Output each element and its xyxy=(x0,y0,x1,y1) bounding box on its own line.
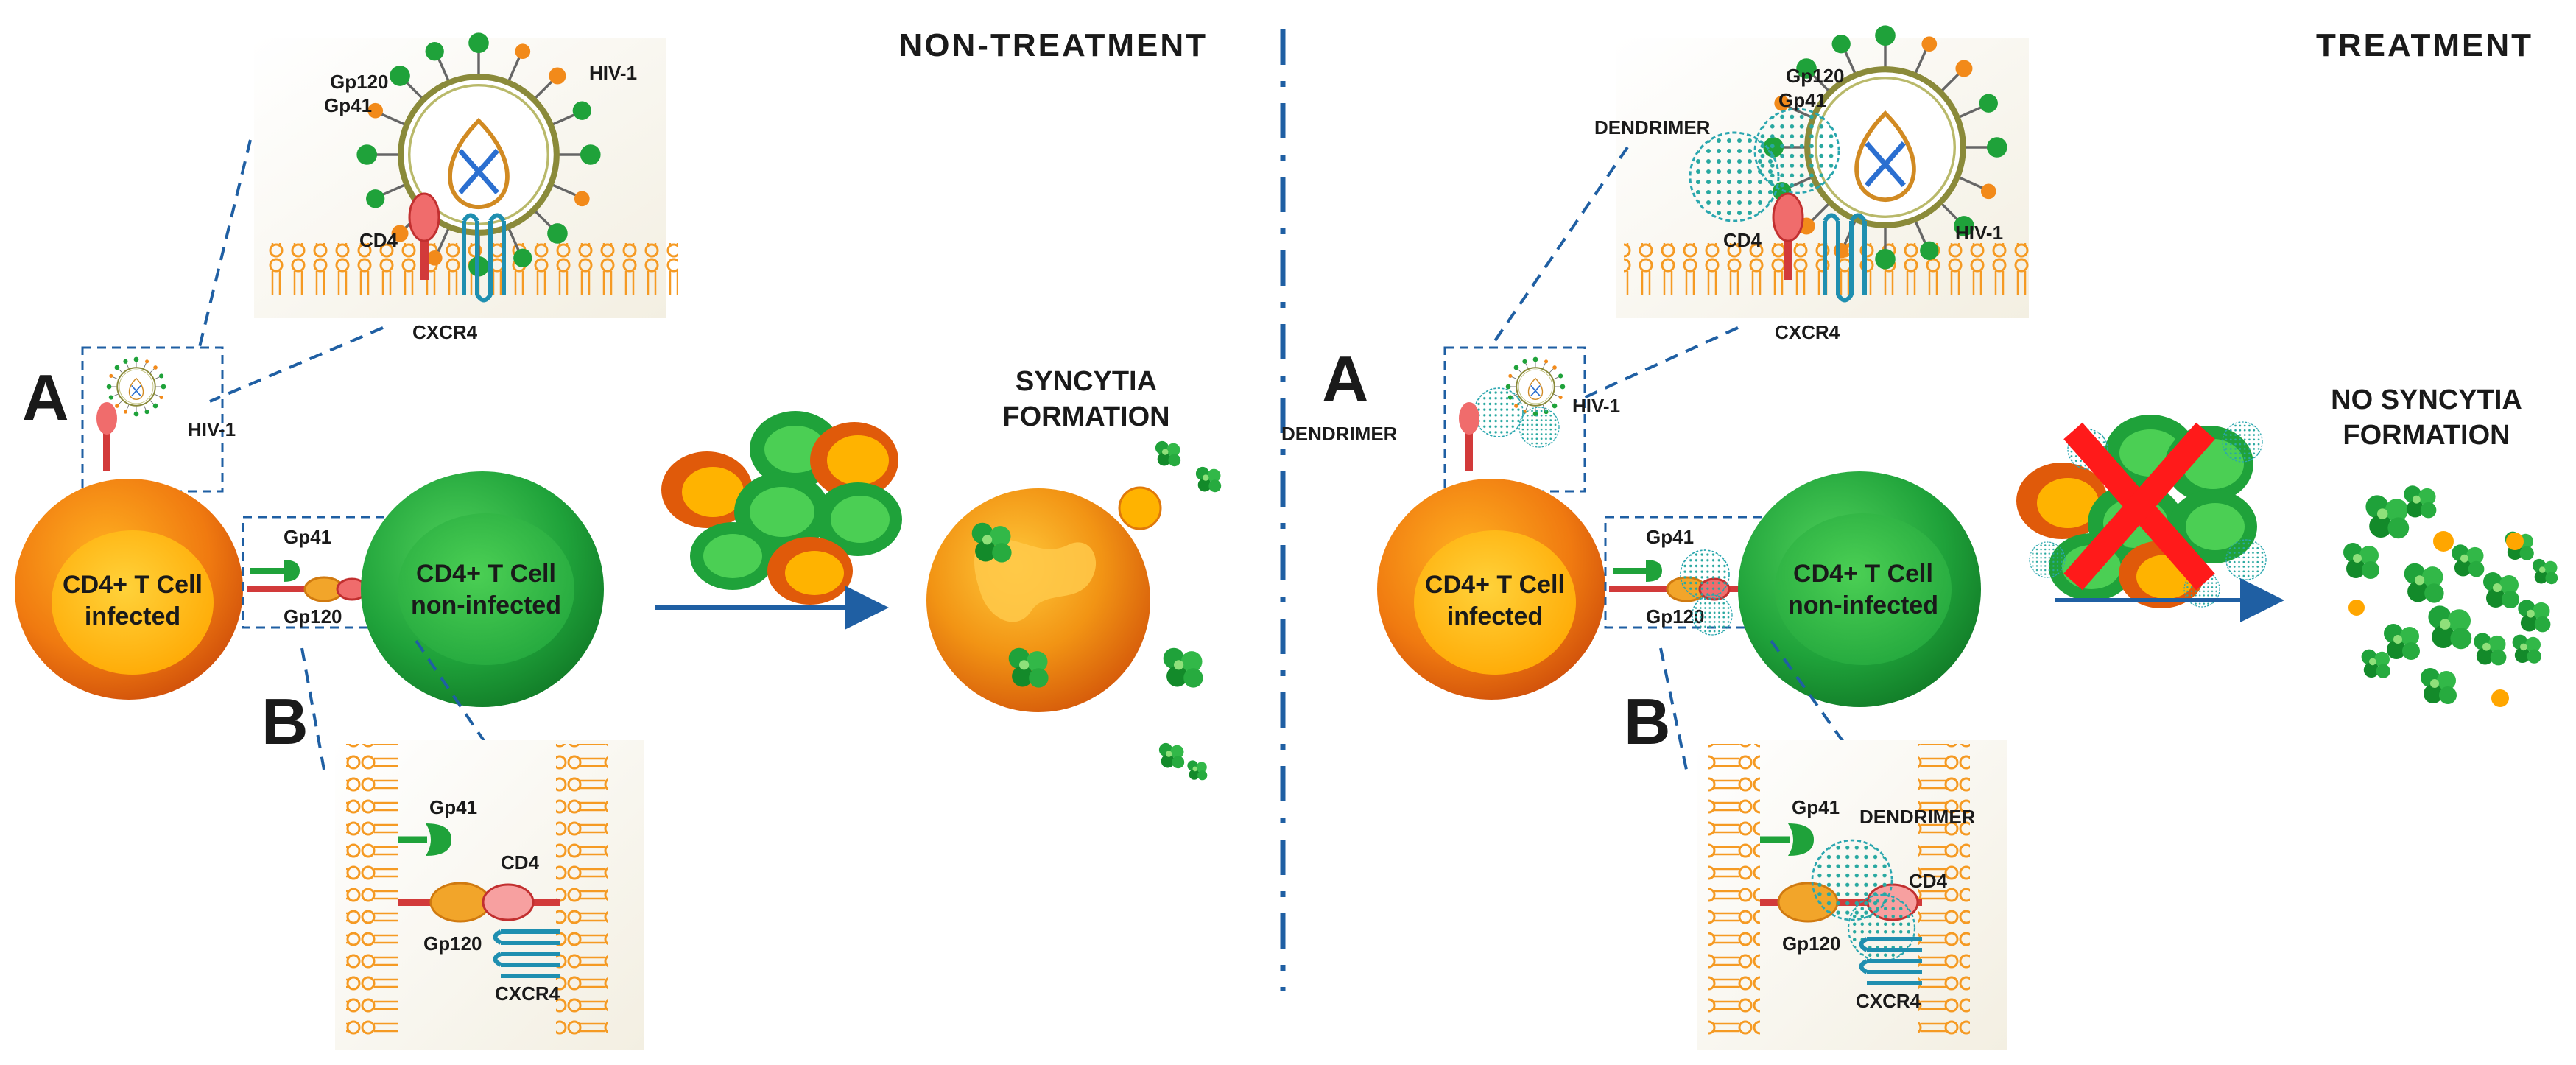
right-hiv-small-label: HIV-1 xyxy=(1572,395,1620,417)
cxcr4-receptor-icon xyxy=(462,213,506,303)
left-infected-line2: infected xyxy=(85,602,180,630)
right-top-membrane xyxy=(1624,243,2036,295)
left-inset-top: Gp120 Gp41 HIV-1 CD4 CXCR4 xyxy=(254,32,678,343)
right-bottom-cxcr4-label: CXCR4 xyxy=(1856,990,1921,1012)
right-bottom-gp120-label: Gp120 xyxy=(1782,932,1841,955)
cxcr4-receptor-icon xyxy=(1823,213,1867,303)
right-outcome-line2: FORMATION xyxy=(2343,420,2510,451)
left-noninfected-cell: CD4+ T Cell non-infected xyxy=(361,471,604,707)
dendrimer-blocking-icon xyxy=(1692,594,1733,636)
left-gp41-label: Gp41 xyxy=(284,526,331,548)
left-merging-cells xyxy=(661,411,902,605)
right-inset-top: Gp120 Gp41 DENDRIMER HIV-1 CD4 CXCR4 xyxy=(1594,25,2036,343)
left-panel: NON-TREATMENT Gp120 Gp41 HIV-1 CD4 CXCR4… xyxy=(15,27,1222,1050)
left-letter-a: A xyxy=(22,361,69,434)
left-bottom-gp120-label: Gp120 xyxy=(423,932,482,955)
right-dendrimer-small-label: DENDRIMER xyxy=(1281,423,1398,445)
left-top-cxcr4-label: CXCR4 xyxy=(412,321,478,343)
right-infected-cell: CD4+ T Cell infected xyxy=(1377,402,1605,700)
right-zoom-line-a1 xyxy=(1490,146,1629,348)
left-zoom-line-a1 xyxy=(197,139,252,351)
left-bottom-gp41-label: Gp41 xyxy=(429,796,477,818)
left-top-hiv-label: HIV-1 xyxy=(589,62,637,84)
left-noninfected-line2: non-infected xyxy=(411,591,561,619)
free-cell-clusters xyxy=(2343,485,2558,707)
left-bottom-cd4-label: CD4 xyxy=(501,851,540,874)
left-zoom-line-a2 xyxy=(209,326,384,403)
left-bottom-cxcr4-label: CXCR4 xyxy=(495,983,560,1005)
left-bottom-membrane-1 xyxy=(346,744,398,1038)
left-gp120-label: Gp120 xyxy=(284,605,342,628)
syncytium-cell xyxy=(926,440,1222,781)
gp41-protein-icon xyxy=(250,560,300,582)
right-gp41-label: Gp41 xyxy=(1646,526,1694,548)
left-box-b xyxy=(242,516,407,629)
cxcr4-zoom-icon xyxy=(1859,937,1922,985)
right-box-b xyxy=(1604,516,1769,629)
right-infected-line2: infected xyxy=(1447,602,1543,630)
gp41-zoom-icon xyxy=(1760,823,1814,856)
left-inset-bottom: Gp41 CD4 Gp120 CXCR4 xyxy=(335,740,644,1050)
right-top-gp41-label: Gp41 xyxy=(1778,89,1826,111)
right-top-cxcr4-label: CXCR4 xyxy=(1775,321,1840,343)
right-top-hiv-label: HIV-1 xyxy=(1955,222,2003,244)
gp120-cd4-complex-icon xyxy=(247,576,383,602)
left-outcome-line1: SYNCYTIA xyxy=(1016,366,1157,397)
dendrimer-icon xyxy=(1753,108,1840,194)
right-noninfected-line1: CD4+ T Cell xyxy=(1793,560,1933,588)
left-infected-cell: CD4+ T Cell infected xyxy=(15,402,243,700)
dendrimer-blocking-icon xyxy=(1680,549,1730,600)
right-infected-line1: CD4+ T Cell xyxy=(1425,571,1565,599)
right-noninfected-cell: CD4+ T Cell non-infected xyxy=(1738,471,1981,707)
right-outcome-line1: NO SYNCYTIA xyxy=(2331,384,2522,415)
right-header: TREATMENT xyxy=(2316,27,2533,63)
right-bottom-membrane-1 xyxy=(1708,744,1760,1038)
dendrimer-small-icon xyxy=(1474,387,1524,437)
left-bottom-membrane-2 xyxy=(556,744,608,1038)
left-infected-line1: CD4+ T Cell xyxy=(63,571,203,599)
cd4-receptor-icon xyxy=(1772,192,1804,280)
left-top-gp120-label: Gp120 xyxy=(330,71,389,93)
gp41-zoom-icon xyxy=(398,823,451,856)
right-letter-b: B xyxy=(1624,685,1671,758)
right-bottom-cd4-label: CD4 xyxy=(1909,870,1948,892)
right-top-dendrimer-label: DENDRIMER xyxy=(1594,116,1711,138)
right-top-cd4-label: CD4 xyxy=(1723,229,1762,251)
hiv-small-icon xyxy=(105,356,167,418)
gp41-protein-icon xyxy=(1613,560,1662,582)
red-cross-icon xyxy=(2063,422,2215,591)
left-header: NON-TREATMENT xyxy=(899,27,1208,63)
right-zoom-line-a2 xyxy=(1575,326,1739,403)
right-bottom-gp41-label: Gp41 xyxy=(1792,796,1840,818)
left-top-gp41-label: Gp41 xyxy=(324,94,372,116)
cd4-receptor-icon xyxy=(408,192,440,280)
dendrimer-small-icon xyxy=(1518,407,1560,448)
right-letter-a: A xyxy=(1322,342,1369,415)
right-bottom-dendrimer-label: DENDRIMER xyxy=(1859,806,1976,828)
right-top-gp120-label: Gp120 xyxy=(1786,65,1845,87)
right-inset-bottom: Gp41 DENDRIMER CD4 Gp120 CXCR4 xyxy=(1697,740,2007,1050)
left-outcome-line2: FORMATION xyxy=(1002,401,1169,432)
gp120-cd4-zoom-icon xyxy=(398,882,560,923)
left-top-cd4-label: CD4 xyxy=(359,229,398,251)
left-hiv-small-label: HIV-1 xyxy=(188,418,236,440)
cxcr4-zoom-icon xyxy=(493,929,560,978)
left-noninfected-line1: CD4+ T Cell xyxy=(416,560,556,588)
left-letter-b: B xyxy=(261,685,309,758)
right-bottom-membrane-2 xyxy=(1918,744,1970,1038)
right-noninfected-line2: non-infected xyxy=(1788,591,1938,619)
right-panel: TREATMENT Gp120 Gp41 DENDRIMER HIV-1 CD4… xyxy=(1281,25,2558,1050)
